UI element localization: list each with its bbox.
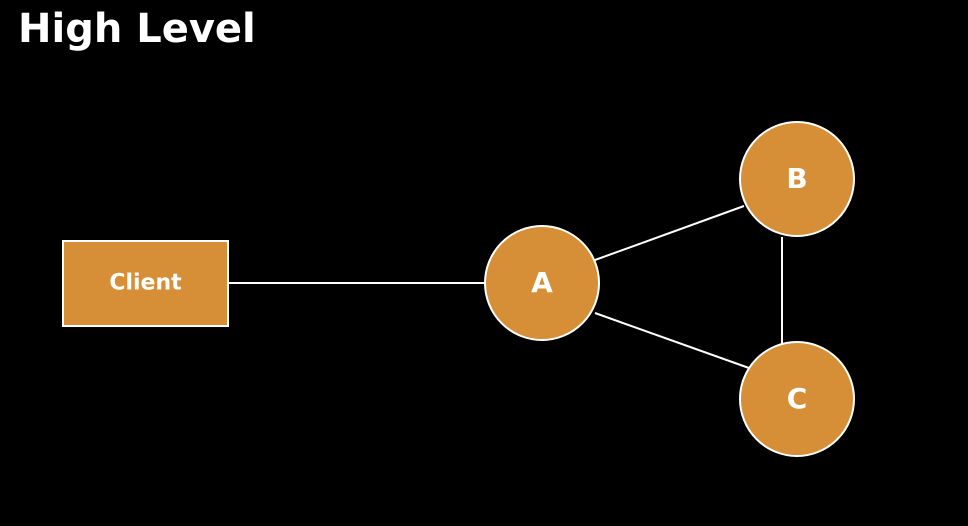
node-a: A <box>484 225 600 341</box>
client-label: Client <box>109 271 182 296</box>
edge-a-c <box>594 312 750 369</box>
node-a-circle <box>484 225 600 341</box>
node-b-label: B <box>786 162 807 195</box>
node-c: C <box>739 341 855 457</box>
node-c-label: C <box>787 382 808 415</box>
edge-a-b <box>594 205 745 261</box>
client-box <box>62 240 229 327</box>
node-b: B <box>739 121 855 237</box>
node-b-circle <box>739 121 855 237</box>
node-a-label: A <box>531 266 553 299</box>
client-node: Client <box>62 240 229 327</box>
node-c-circle <box>739 341 855 457</box>
slide-title: High Level <box>18 6 256 52</box>
